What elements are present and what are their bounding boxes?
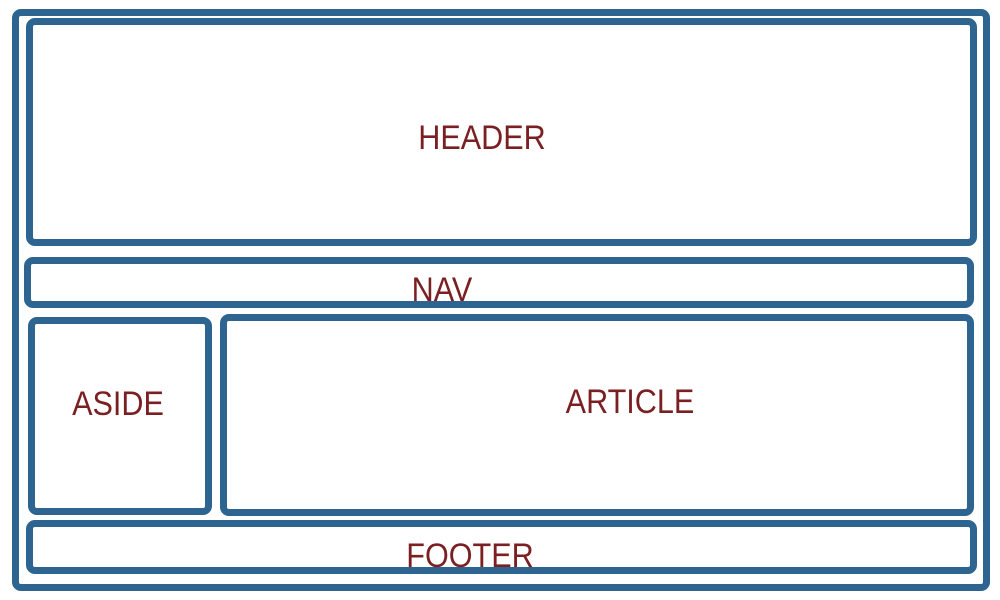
nav-region bbox=[24, 257, 974, 308]
aside-label: ASIDE bbox=[72, 385, 164, 423]
nav-label: NAV bbox=[411, 271, 473, 309]
aside-region bbox=[28, 317, 212, 515]
footer-label: FOOTER bbox=[406, 537, 534, 575]
footer-region bbox=[26, 520, 977, 574]
article-label: ARTICLE bbox=[565, 383, 695, 421]
header-label: HEADER bbox=[418, 119, 546, 157]
article-region bbox=[220, 314, 974, 516]
header-region bbox=[26, 18, 977, 246]
